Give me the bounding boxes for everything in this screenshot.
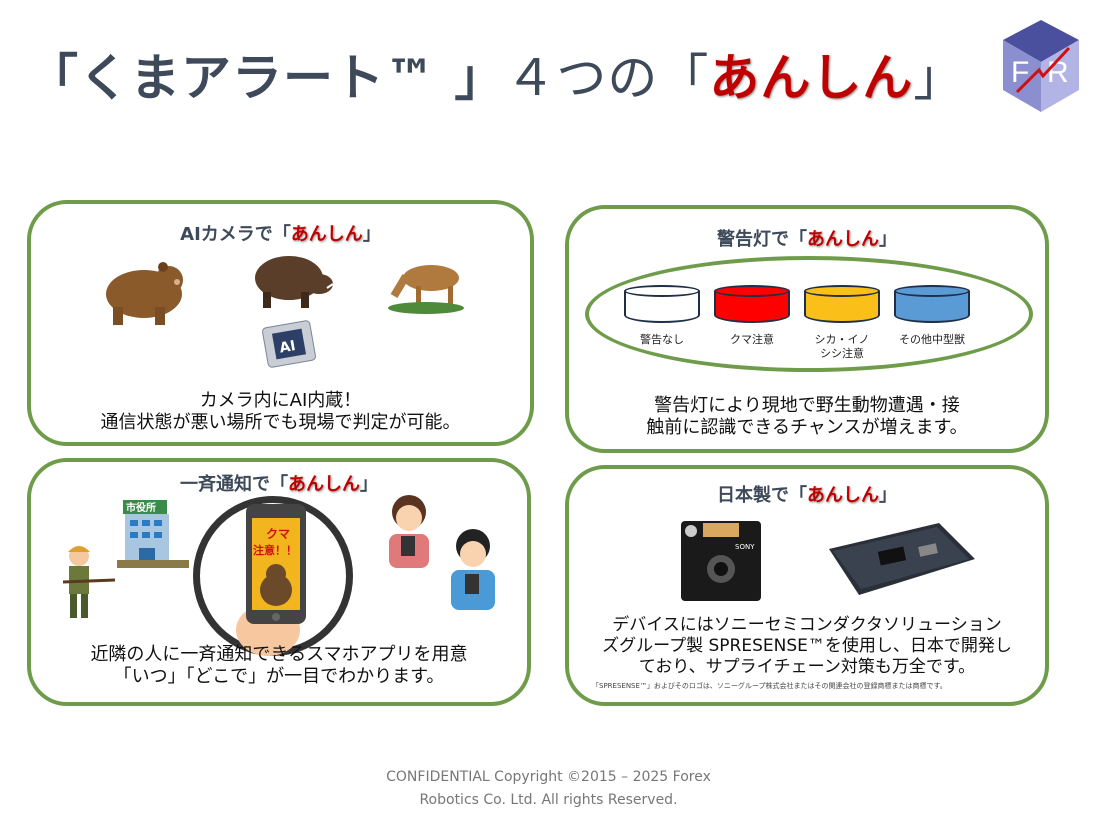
- ai-chip-icon: AI: [262, 320, 316, 368]
- svg-text:F: F: [1011, 56, 1029, 89]
- title-highlight: あんしん: [709, 49, 914, 107]
- footer-rights: Robotics Co. Ltd. All rights Reserved.: [419, 792, 678, 808]
- title-main: 「くまアラート™ 」: [28, 49, 506, 107]
- svg-text:クマ: クマ: [266, 527, 290, 541]
- warning-lamp-label: クマ注意: [730, 333, 774, 346]
- slide-title: 「くまアラート™ 」４つの「あんしん」: [28, 38, 964, 110]
- panel-made-in-japan: 日本製で「あんしん」 SONY デバイスにはソニーセミコンダクタソリューションズ…: [565, 465, 1049, 706]
- bear-illustration: [106, 262, 183, 325]
- svg-text:SONY: SONY: [735, 543, 755, 551]
- footer-copyright: CONFIDENTIAL Copyright ©2015 – 2025 Fore…: [386, 769, 711, 785]
- trademark-note: 「SPRESENSE™」およびそのロゴは、ソニーグループ株式会社またはその関連会…: [592, 682, 947, 690]
- panel-body: デバイスにはソニーセミコンダクタソリューションズグループ製 SPRESENSE™…: [602, 615, 1012, 677]
- forex-robotics-logo: F R: [1003, 20, 1079, 112]
- man-with-phone-illustration: [451, 529, 495, 610]
- lamp-group-ellipse: [585, 256, 1033, 372]
- woman-with-phone-illustration: [389, 495, 429, 568]
- title-sub: ４つの「: [505, 49, 710, 107]
- panel-body: カメラ内にAI内蔵！通信状態が悪い場所でも現場で判定が可能。: [100, 390, 461, 433]
- warning-lamp-label: シカ・イノ シシ注意: [814, 333, 870, 360]
- svg-text:AI: AI: [278, 338, 297, 357]
- panel-notification: 一斉通知で「あんしん」 市役所 クマ注意！！ 近隣の人に一斉通知できるスマホアプ…: [27, 458, 531, 706]
- warning-lamp: [804, 285, 880, 325]
- smartphone-alert-illustration: クマ注意！！: [236, 504, 306, 656]
- warning-lamp: [714, 285, 790, 325]
- city-hall-illustration: 市役所: [117, 500, 189, 568]
- warning-lamp-label: 警告なし: [640, 333, 684, 346]
- footer: CONFIDENTIAL Copyright ©2015 – 2025 Fore…: [0, 766, 1097, 812]
- deer-illustration: [388, 265, 464, 314]
- title-close: 」: [913, 49, 965, 107]
- panel-heading: 日本製で「あんしん」: [717, 485, 897, 506]
- warning-lamp: [624, 285, 700, 325]
- panel-warning-light: 警告灯で「あんしん」 警告なし クマ注意 シカ・イノ シシ注意 その他中型獣 警告灯に…: [565, 205, 1049, 453]
- warning-lamp: [894, 285, 970, 325]
- hunter-illustration: [62, 546, 116, 618]
- spresense-main-board-illustration: [829, 523, 975, 595]
- panel-body: 近隣の人に一斉通知できるスマホアプリを用意「いつ」「どこで」が一目でわかります。: [90, 644, 468, 687]
- panel-body: 警告灯により現地で野生動物遭遇・接触前に認識できるチャンスが増えます。: [646, 395, 968, 438]
- panel-heading: 警告灯で「あんしん」: [717, 229, 897, 250]
- panel-heading: AIカメラで「あんしん」: [180, 224, 381, 245]
- svg-text:市役所: 市役所: [126, 501, 156, 514]
- panel-heading: 一斉通知で「あんしん」: [180, 474, 378, 495]
- panel-ai-camera: AIカメラで「あんしん」 AI カメラ内にAI内蔵！通信状態が悪い場所でも現場で…: [27, 200, 534, 446]
- svg-text:注意！！: 注意！！: [253, 543, 297, 557]
- boar-illustration: [255, 256, 334, 308]
- spresense-camera-board-illustration: SONY: [681, 521, 761, 601]
- warning-lamp-label: その他中型獣: [899, 333, 965, 346]
